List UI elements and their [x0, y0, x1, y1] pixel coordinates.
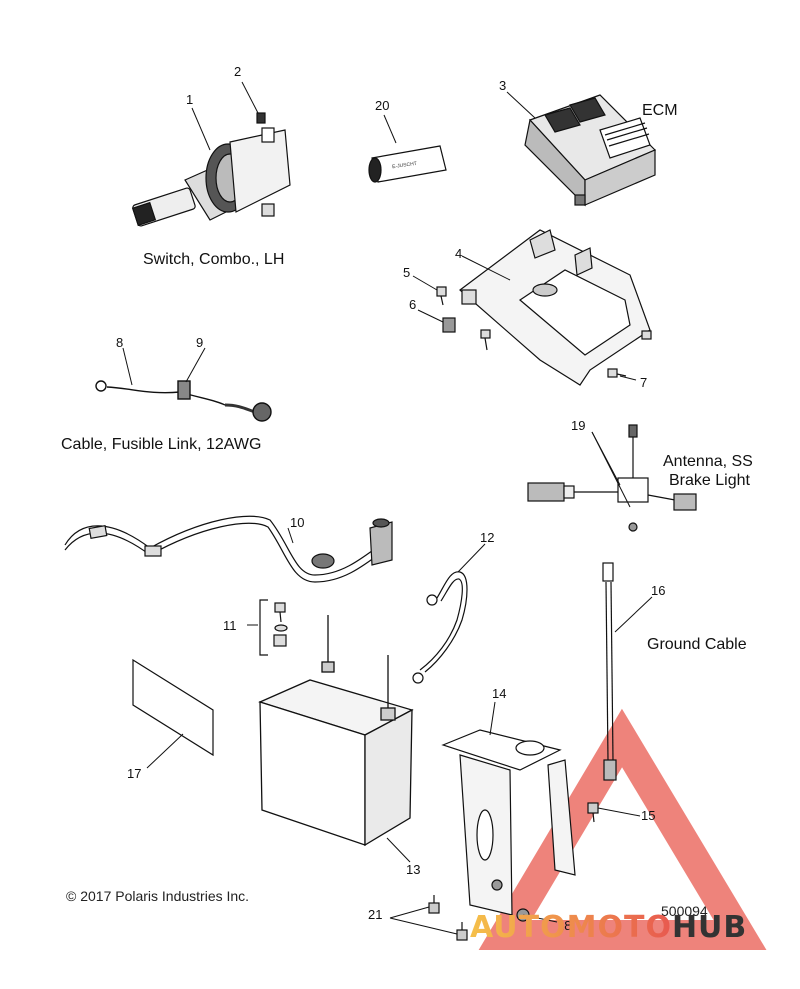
callout-13: 13 — [406, 862, 421, 877]
callout-2: 2 — [234, 64, 242, 79]
fuse-part-text: E-JUSCHT — [392, 161, 417, 170]
callout-20: 20 — [375, 98, 390, 113]
caption-switch-combo: Switch, Combo., LH — [143, 251, 285, 268]
ecm-part — [524, 94, 657, 207]
callout-1: 1 — [186, 92, 194, 107]
hardware-5-6-7 — [436, 286, 652, 378]
fuse-part: E-JUSCHT — [368, 145, 447, 183]
caption-ecm: ECM — [642, 102, 678, 119]
callout-7: 7 — [640, 375, 648, 390]
callout-18: 18 — [557, 918, 571, 933]
callout-11: 11 — [223, 618, 237, 633]
callout-15: 15 — [641, 808, 656, 823]
caption-fusible-link-cable: Cable, Fusible Link, 12AWG — [61, 436, 262, 453]
watermark-text-hub: HUB — [671, 910, 748, 945]
ecm-bracket-part — [459, 229, 651, 386]
callout-12: 12 — [480, 530, 495, 545]
positive-cable-part — [64, 515, 393, 583]
battery-hardware-part — [259, 599, 288, 656]
callout-10: 10 — [290, 515, 305, 530]
watermark-text-auto: AUTOMOTO — [470, 910, 672, 945]
callout-9: 9 — [196, 335, 204, 350]
callout-17: 17 — [127, 766, 142, 781]
battery-part — [258, 615, 414, 847]
callout-4: 4 — [455, 246, 463, 261]
negative-cable-part — [412, 571, 468, 684]
caption-antenna-line1: Antenna, SS — [663, 453, 753, 470]
battery-pad-part — [132, 658, 214, 757]
switch-combo-part — [131, 112, 291, 227]
watermark-text: AUTOMOTOHUB — [470, 910, 747, 945]
battery-bracket-part — [441, 729, 576, 916]
callout-16: 16 — [651, 583, 666, 598]
callout-21: 21 — [368, 907, 383, 922]
copyright-text: © 2017 Polaris Industries Inc. — [66, 888, 250, 904]
callout-8: 8 — [116, 335, 124, 350]
diagram-number: 500094 — [661, 903, 708, 919]
leader-lines — [122, 81, 653, 935]
callout-19: 19 — [571, 418, 586, 433]
antenna-brake-light-part — [527, 424, 697, 532]
callout-14: 14 — [492, 686, 507, 701]
caption-ground-cable: Ground Cable — [647, 636, 747, 653]
callout-3: 3 — [499, 78, 507, 93]
callout-6: 6 — [409, 297, 417, 312]
fusible-link-cable-part — [95, 380, 272, 422]
caption-antenna-line2: Brake Light — [669, 472, 750, 489]
callout-5: 5 — [403, 265, 411, 280]
ground-cable-part — [602, 562, 617, 781]
